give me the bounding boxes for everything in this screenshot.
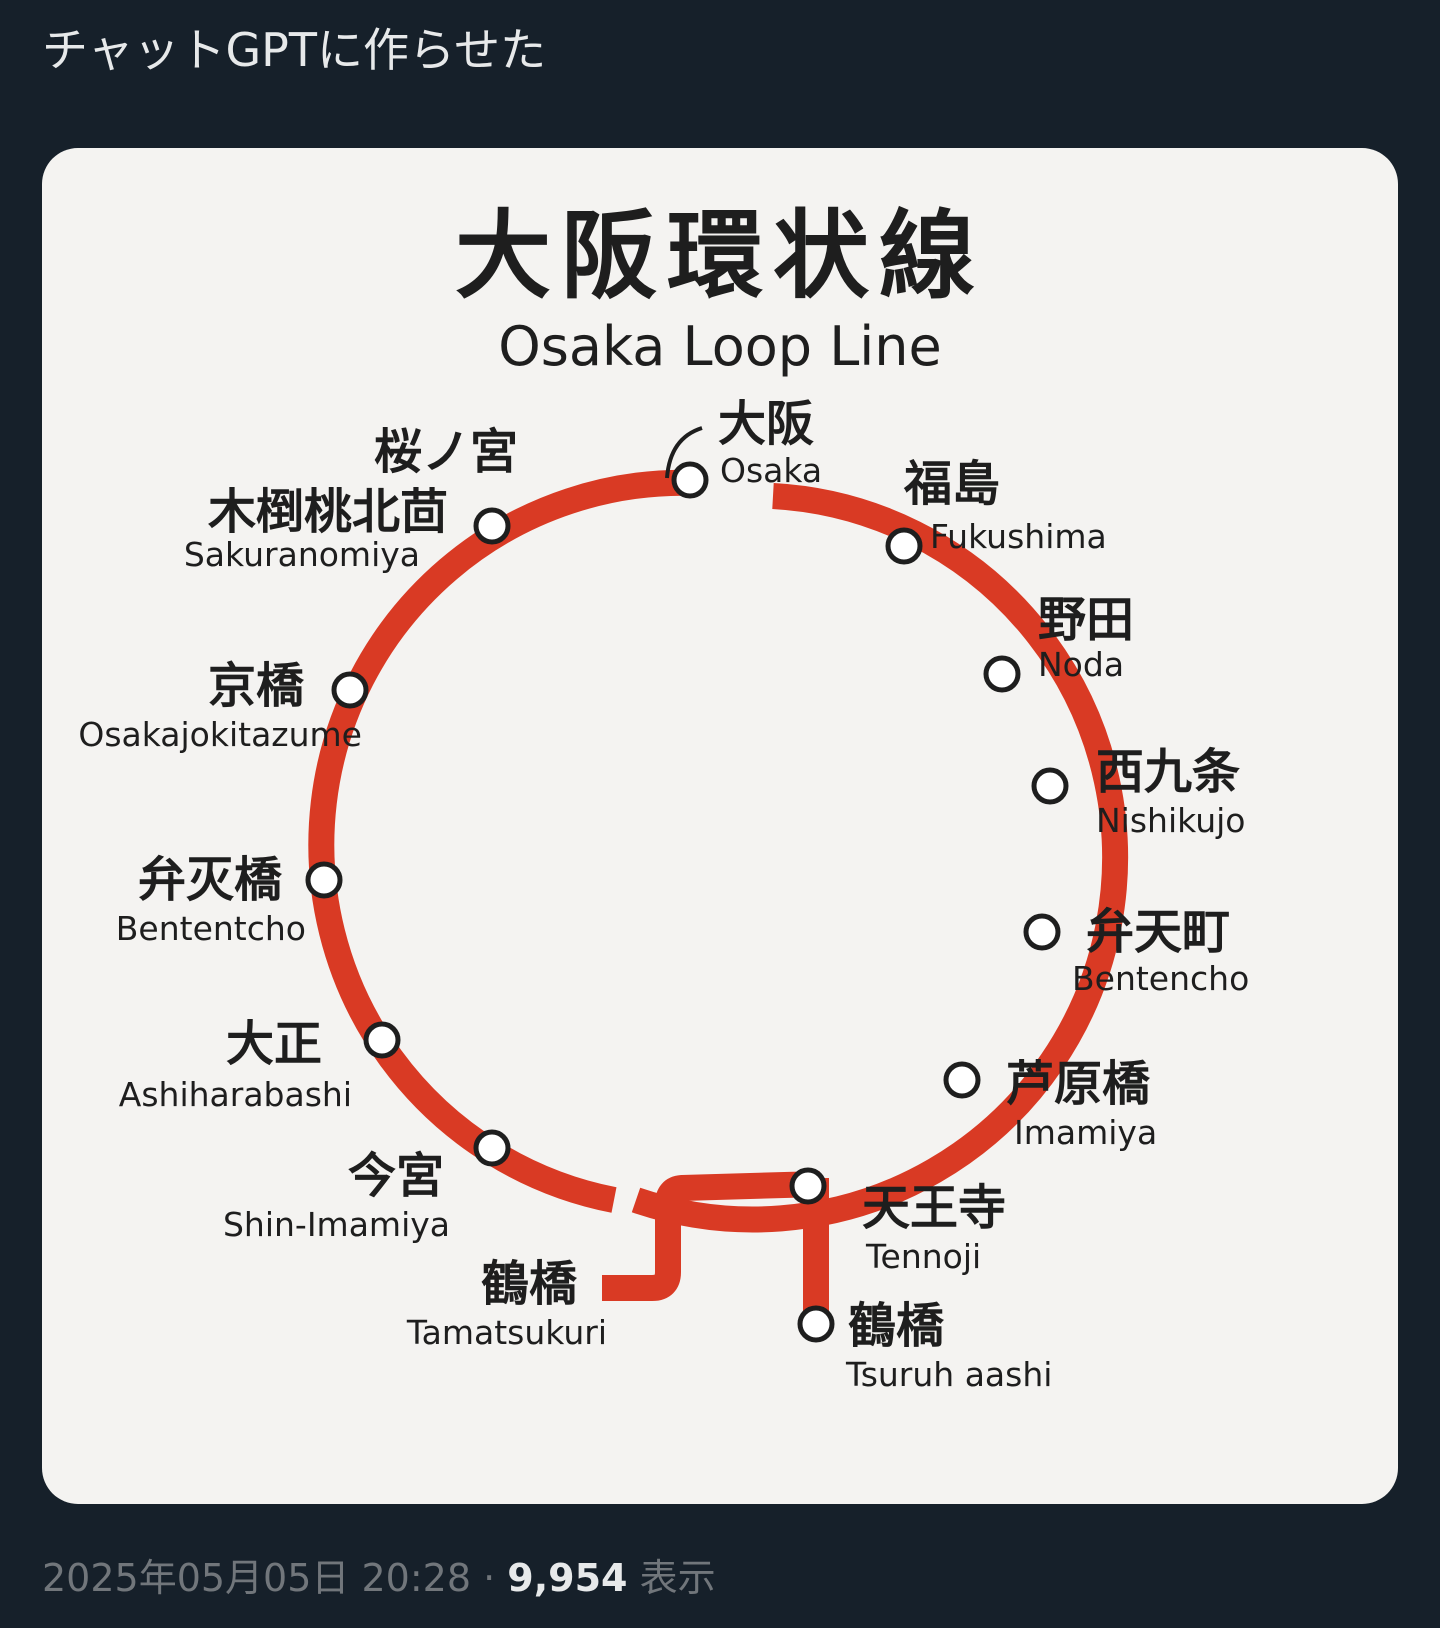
- station-marker: [885, 527, 923, 565]
- views-label: 表示: [639, 1556, 716, 1600]
- station-name-en: Osaka: [720, 451, 822, 490]
- meta-separator: ·: [483, 1556, 496, 1600]
- post-meta: 2025年05月05日 20:28 · 9,954 表示: [42, 1552, 716, 1604]
- station-name-jp: 天王寺: [862, 1180, 1006, 1236]
- loop-track-upper: [308, 469, 699, 1213]
- post-timestamp[interactable]: 2025年05月05日 20:28: [42, 1556, 472, 1600]
- station-name-jp: 鶴橋: [848, 1298, 945, 1354]
- station-name-jp: 野田: [1038, 592, 1134, 648]
- station-name-jp: 弁天町: [1086, 904, 1230, 960]
- post-text: チャットGPTに作らせた: [42, 23, 547, 77]
- station-name-jp: 木椡桃北茴: [208, 484, 448, 540]
- views-count: 9,954: [507, 1556, 628, 1600]
- osaka-hook: [665, 426, 703, 479]
- station-name-jp: 福島: [903, 456, 1000, 512]
- station-name-en: Fukushima: [930, 517, 1107, 556]
- station-name-en: Tennoji: [865, 1237, 981, 1276]
- station-marker: [1031, 767, 1069, 805]
- station-name-en: Bententcho: [116, 909, 306, 948]
- station-name-en: Sakuranomiya: [184, 535, 420, 574]
- station-sakuranomiya-upper: 桜ノ宮: [374, 424, 518, 480]
- station-name-jp: 芦原橋: [1006, 1056, 1151, 1112]
- station-marker: [1023, 913, 1061, 951]
- station-marker: [789, 1167, 827, 1205]
- map-subtitle: Osaka Loop Line: [498, 315, 942, 378]
- station-name-en: Nishikujo: [1096, 801, 1246, 840]
- station-marker: [473, 1129, 511, 1167]
- station-name-jp: 西九条: [1096, 744, 1240, 800]
- station-marker: [305, 861, 343, 899]
- station-name-jp: 弁灭橋: [138, 852, 283, 908]
- station-name-jp: 京橋: [208, 658, 305, 714]
- map-title: 大阪環状線: [455, 200, 985, 312]
- station-name-jp: 鶴橋: [481, 1256, 578, 1312]
- station-fukushima: 福島 Fukushima: [885, 456, 1107, 565]
- station-name-jp: 桜ノ宮: [374, 424, 518, 480]
- station-marker: [473, 507, 511, 545]
- station-name-en: Osakajokitazume: [78, 715, 362, 754]
- station-name-en: Tamatsukuri: [406, 1313, 607, 1352]
- station-name-en: Imamiya: [1014, 1113, 1157, 1152]
- station-marker: [363, 1021, 401, 1059]
- station-name-en: Shin-Imamiya: [223, 1205, 450, 1244]
- station-name-jp: 今宮: [348, 1148, 444, 1204]
- station-name-en: Bentencho: [1072, 959, 1249, 998]
- station-name-en: Tsuruh aashi: [845, 1355, 1052, 1394]
- station-name-jp: 大正: [226, 1016, 322, 1072]
- branch-tamatsukuri: [602, 1171, 821, 1301]
- station-name-jp: 大阪: [718, 396, 814, 452]
- station-marker: [797, 1305, 835, 1343]
- station-marker: [331, 671, 369, 709]
- station-name-en: Noda: [1038, 645, 1124, 684]
- station-marker: [943, 1061, 981, 1099]
- station-name-en: Ashiharabashi: [119, 1075, 352, 1114]
- station-marker: [983, 655, 1021, 693]
- station-marker: [671, 461, 709, 499]
